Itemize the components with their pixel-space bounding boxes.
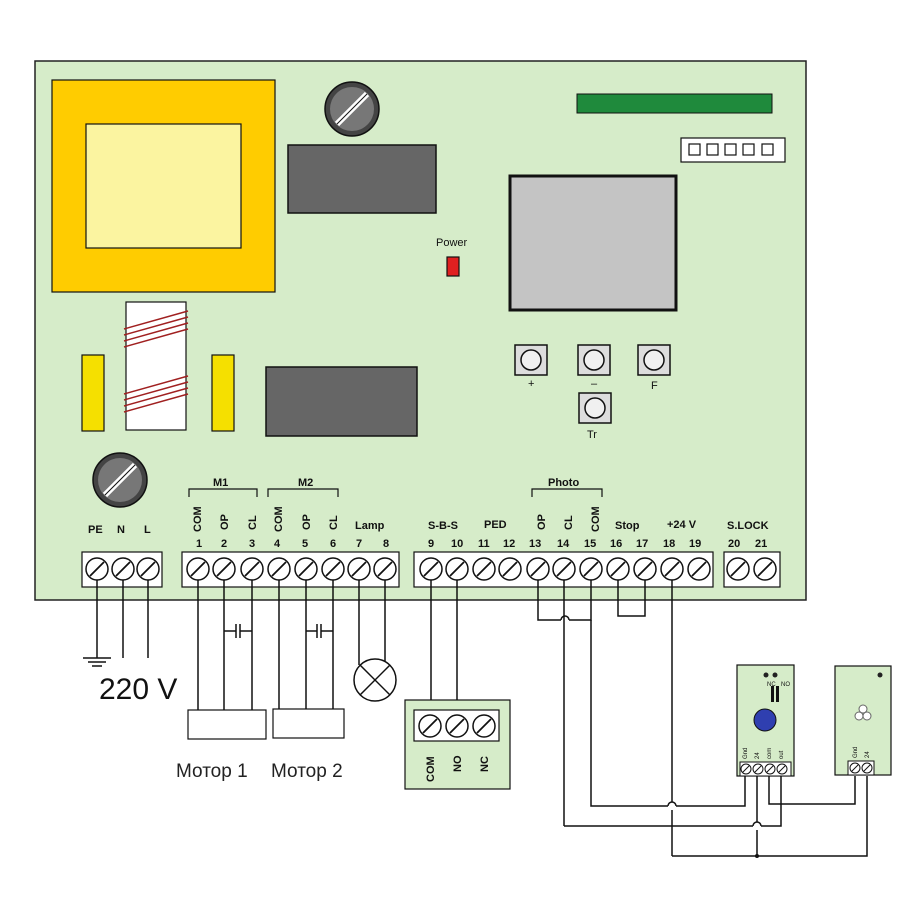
terminal-number: 9 xyxy=(428,538,434,550)
relay-screw xyxy=(445,714,469,738)
lamp-wiring xyxy=(358,580,386,665)
transmitter-pin-label: Gnd xyxy=(853,747,859,758)
relay-screw xyxy=(418,714,442,738)
motor-1-box xyxy=(187,709,267,740)
relay-screw xyxy=(472,714,496,738)
relay-top xyxy=(287,144,437,214)
terminal-number: 21 xyxy=(755,538,767,550)
label-op-2: OP xyxy=(301,514,313,530)
label-com-1: COM xyxy=(192,506,204,532)
label-op-3: OP xyxy=(536,514,548,530)
receiver-no-label: NO xyxy=(781,682,790,688)
terminal-number: 4 xyxy=(274,538,281,550)
terminal-number: 13 xyxy=(529,538,541,550)
terminal-number: 17 xyxy=(636,538,648,550)
terminal-number: 10 xyxy=(451,538,463,550)
label-pe: PE xyxy=(88,524,103,536)
green-strip xyxy=(576,93,773,114)
terminal-number: 3 xyxy=(249,538,255,550)
terminal-number: 12 xyxy=(503,538,515,550)
label-cl-2: CL xyxy=(328,515,340,530)
terminal-number: 5 xyxy=(302,538,308,550)
label-op-1: OP xyxy=(219,514,231,530)
terminal-numbers: 1 2 3 4 5 6 7 8 9 10 11 12 13 14 15 16 1… xyxy=(196,538,767,550)
relay-com-label: COM xyxy=(425,756,437,782)
receiver-pin-label: Gnd xyxy=(743,748,749,759)
tr-button-label: Tr xyxy=(587,429,597,441)
relay-no-label: NO xyxy=(452,755,464,772)
terminal-number: 8 xyxy=(383,538,389,550)
receiver-pin-label: 24 xyxy=(755,752,761,759)
label-com-2: COM xyxy=(273,506,285,532)
terminal-number: 19 xyxy=(689,538,701,550)
terminal-number: 14 xyxy=(557,538,570,550)
plus-button-label: + xyxy=(528,378,534,390)
label-24v: +24 V xyxy=(667,519,697,531)
label-sbs: S-B-S xyxy=(428,520,458,532)
label-stop: Stop xyxy=(615,520,640,532)
label-l: L xyxy=(144,524,151,536)
transmitter-pin-label: 24 xyxy=(865,751,871,758)
label-cl-3: CL xyxy=(563,515,575,530)
relay-bottom xyxy=(265,366,418,437)
terminal-number: 18 xyxy=(663,538,675,550)
photocell-transmitter xyxy=(834,665,892,776)
f-button-label: F xyxy=(651,380,658,392)
fuse-knob-top xyxy=(325,82,379,136)
m1-label: M1 xyxy=(213,477,228,489)
power-led xyxy=(446,256,460,277)
label-com-3: COM xyxy=(590,506,602,532)
photocell-receiver xyxy=(736,664,795,777)
display-screen xyxy=(508,174,678,312)
minus-button-label: – xyxy=(591,378,598,390)
label-slock: S.LOCK xyxy=(727,520,769,532)
m2-label: M2 xyxy=(298,477,313,489)
terminal-screws xyxy=(85,557,777,581)
sbs-wiring xyxy=(430,580,458,715)
lamp-icon xyxy=(353,658,397,702)
transformer xyxy=(51,79,276,293)
terminal-number: 15 xyxy=(584,538,596,550)
receiver-pin-label: com xyxy=(767,748,773,759)
terminal-number: 1 xyxy=(196,538,202,550)
power-label: Power xyxy=(436,237,468,249)
terminal-number: 6 xyxy=(330,538,336,550)
tr-button[interactable] xyxy=(578,392,612,424)
mains-voltage-label: 220 V xyxy=(99,673,177,706)
label-lamp: Lamp xyxy=(355,520,385,532)
receiver-nc-label: NC xyxy=(767,682,776,688)
terminal-number: 11 xyxy=(478,538,490,550)
motor-2-label: Мотор 2 xyxy=(271,761,343,782)
label-ped: PED xyxy=(484,519,507,531)
mains-wiring xyxy=(83,580,149,667)
photo-label: Photo xyxy=(548,477,579,489)
photocell-wiring xyxy=(537,580,868,857)
terminal-number: 16 xyxy=(610,538,622,550)
f-button[interactable] xyxy=(637,344,671,376)
motor-2-box xyxy=(272,708,345,739)
label-n: N xyxy=(117,524,125,536)
coil xyxy=(81,301,235,432)
label-cl-1: CL xyxy=(247,515,259,530)
motor-1-label: Мотор 1 xyxy=(176,761,248,782)
fuse-knob-bottom xyxy=(93,453,147,507)
terminal-number: 20 xyxy=(728,538,740,550)
motor-wiring xyxy=(197,580,334,710)
plus-button[interactable] xyxy=(514,344,548,376)
relay-nc-label: NC xyxy=(479,756,491,772)
pin-header xyxy=(680,137,786,163)
junction-dot xyxy=(755,854,759,858)
minus-button[interactable] xyxy=(577,344,611,376)
terminal-number: 7 xyxy=(356,538,362,550)
receiver-pin-label: out xyxy=(779,750,785,759)
terminal-number: 2 xyxy=(221,538,227,550)
